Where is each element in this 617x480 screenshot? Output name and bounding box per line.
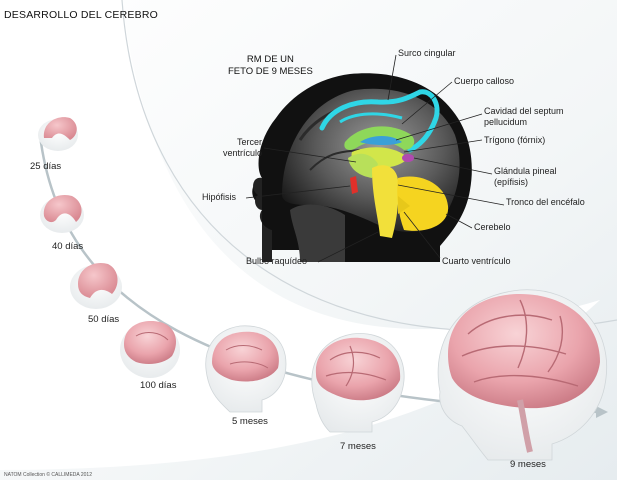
credit-text: NATOM Collection © CALLIMEDA 2012 [4, 472, 92, 478]
mri-structures [319, 89, 449, 238]
page-title: DESARROLLO DEL CEREBRO [4, 9, 158, 21]
mri-caption: RM DE UN FETO DE 9 MESES [228, 54, 313, 78]
label-bulbo-raquideo: Bulbo raquídeo [246, 256, 308, 266]
label-tercer-line2: ventrículo [222, 148, 262, 158]
stage-40-dias [40, 194, 84, 233]
cingulate-sulcus [319, 89, 440, 153]
mri-caption-line2: FETO DE 9 MESES [228, 66, 313, 77]
label-cavidad-septum: Cavidad del septum pellucidum [484, 106, 564, 128]
brainstem [372, 165, 399, 238]
label-cavidad-line2: pellucidum [484, 117, 528, 127]
stage-label-25-dias: 25 días [30, 161, 62, 172]
label-glandula-pineal: Glándula pineal (epífisis) [494, 166, 557, 188]
stage-25-dias [38, 117, 78, 151]
label-tronco-encefalo: Tronco del encéfalo [506, 197, 585, 207]
fourth-ventricle [398, 196, 410, 214]
label-hipofisis: Hipófisis [202, 192, 237, 202]
label-glandula-line2: (epífisis) [494, 177, 529, 187]
stage-label-7-meses: 7 meses [340, 441, 376, 452]
stage-label-100-dias: 100 días [140, 380, 177, 391]
label-cerebelo: Cerebelo [474, 222, 511, 232]
stage-9-meses [437, 289, 608, 461]
label-tercer-ventriculo: Tercer ventrículo [210, 137, 262, 159]
stage-label-40-dias: 40 días [52, 241, 84, 252]
stage-label-50-dias: 50 días [88, 314, 120, 325]
leader-lines [245, 54, 505, 263]
label-tercer-line1: Tercer [236, 137, 262, 147]
label-glandula-line1: Glándula pineal [494, 166, 557, 176]
stage-100-dias [120, 320, 180, 378]
pineal-gland [402, 154, 414, 162]
label-cuerpo-calloso: Cuerpo calloso [454, 76, 515, 86]
stage-50-dias [70, 262, 122, 309]
label-cuarto-ventriculo: Cuarto ventrículo [442, 256, 511, 266]
septum [360, 136, 402, 145]
stage-5-meses [205, 325, 287, 413]
pituitary [350, 176, 358, 194]
cerebellum [397, 176, 449, 231]
label-cavidad-line1: Cavidad del septum [484, 106, 564, 116]
label-trigono: Trígono (fórnix) [484, 135, 546, 145]
stage-label-5-meses: 5 meses [232, 416, 268, 427]
label-surco-cingular: Surco cingular [398, 48, 456, 58]
stage-7-meses [311, 333, 405, 433]
third-ventricle [348, 153, 378, 178]
stage-label-9-meses: 9 meses [510, 459, 546, 470]
growth-arrowhead [596, 406, 608, 418]
mri-caption-line1: RM DE UN [246, 54, 294, 65]
